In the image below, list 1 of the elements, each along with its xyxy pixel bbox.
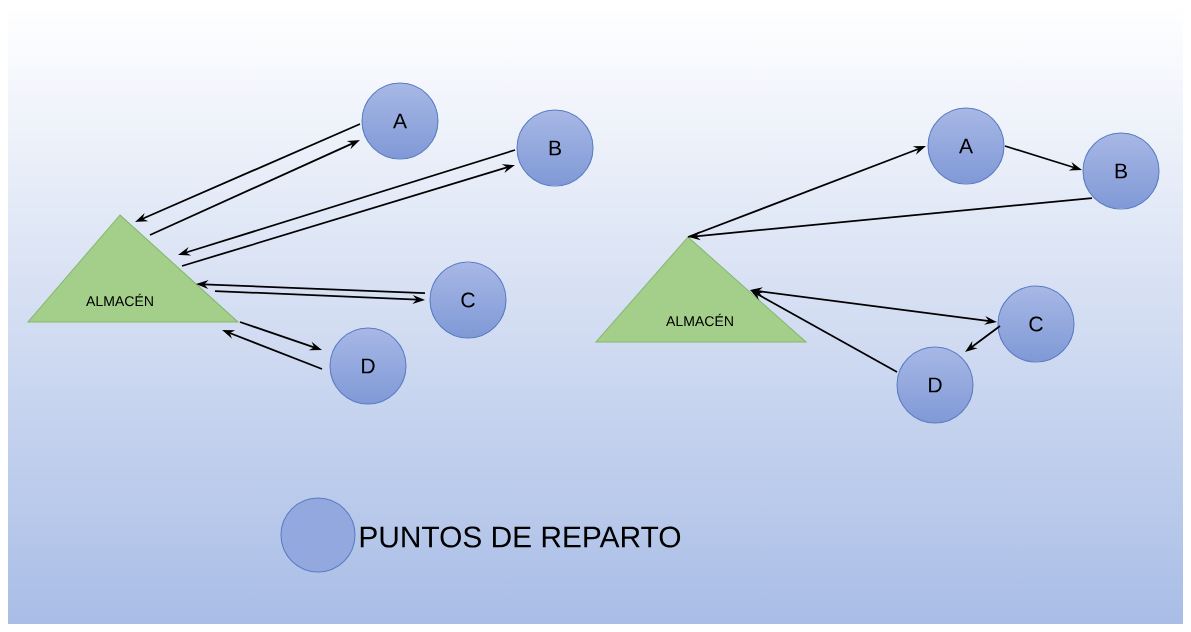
legend-label: PUNTOS DE REPARTO	[360, 526, 681, 548]
